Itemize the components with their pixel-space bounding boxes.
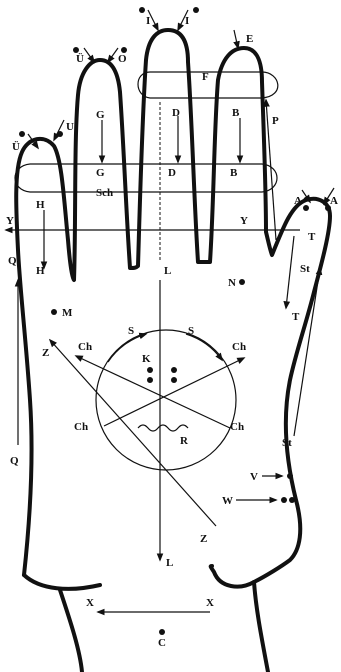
- label-d-low: D: [168, 167, 176, 179]
- label-st-low: St: [282, 437, 292, 449]
- upper-finger-band: [137, 71, 279, 99]
- r-wave: [137, 424, 189, 432]
- label-ch-bl: Ch: [74, 421, 88, 433]
- label-e: E: [246, 33, 253, 45]
- label-a-right: A: [330, 195, 338, 207]
- label-m: M: [62, 307, 73, 319]
- st-arrow: [293, 266, 323, 437]
- label-y-left: Y: [6, 215, 14, 227]
- i-left-tick: [147, 9, 159, 32]
- label-d-top: D: [172, 107, 180, 119]
- label-g-low: G: [96, 167, 105, 179]
- label-n: N: [228, 277, 236, 289]
- label-ch-tr: Ch: [232, 341, 246, 353]
- wrist-left-curve: [22, 573, 102, 591]
- p-arrow: [263, 98, 277, 241]
- label-u-umlaut: Ü: [76, 52, 84, 65]
- t-arrow: [283, 235, 295, 310]
- label-h-low: H: [36, 265, 45, 277]
- label-b-top: B: [232, 107, 240, 119]
- i-right-tick: [177, 9, 189, 32]
- label-p: P: [272, 115, 279, 127]
- label-l-top: L: [164, 265, 171, 277]
- label-k: K: [142, 353, 151, 365]
- label-a-left: A: [294, 195, 302, 207]
- u-left-tick: [27, 133, 39, 150]
- label-ch-br: Ch: [230, 421, 244, 433]
- label-ch-tl: Ch: [78, 341, 92, 353]
- label-w: W: [222, 495, 233, 507]
- forearm-left: [58, 588, 84, 672]
- label-s-left: S: [128, 325, 134, 337]
- label-i-left: I: [146, 15, 150, 27]
- e-tick: [233, 29, 240, 50]
- label-sch: Sch: [96, 187, 113, 199]
- label-i-right: I: [185, 15, 189, 27]
- label-s-right: S: [188, 325, 194, 337]
- label-q-low: Q: [10, 455, 19, 467]
- label-c: C: [158, 637, 166, 649]
- label-g-top: G: [96, 109, 105, 121]
- label-t-low: T: [292, 311, 300, 323]
- o-tick: [107, 47, 119, 64]
- label-q-top: Q: [8, 255, 17, 267]
- s-left-arc: [107, 332, 148, 363]
- label-l-low: L: [166, 557, 173, 569]
- forearm-right: [252, 580, 270, 672]
- label-r: R: [180, 435, 189, 447]
- z-arrow: [48, 338, 217, 527]
- label-o: O: [118, 53, 127, 65]
- label-u-left: Ü: [12, 140, 20, 153]
- label-z-top: Z: [42, 347, 49, 359]
- dots: [19, 7, 331, 635]
- label-st-top: St: [300, 263, 310, 275]
- label-f: F: [202, 71, 209, 83]
- s-right-arc: [185, 333, 223, 362]
- label-u-right: U: [66, 121, 74, 133]
- u-umlaut-tick: [83, 47, 95, 64]
- ch-arrow-tl: [74, 355, 231, 429]
- label-x-left: X: [86, 597, 94, 609]
- ch-arrow-tr: [103, 357, 246, 427]
- hand-outline: [14, 28, 332, 589]
- label-b-low: B: [230, 167, 238, 179]
- label-v: V: [250, 471, 258, 483]
- label-t-top: T: [308, 231, 316, 243]
- label-h-top: H: [36, 199, 45, 211]
- a-left-tick: [301, 189, 311, 204]
- label-x-right: X: [206, 597, 214, 609]
- a-right-tick: [323, 187, 335, 206]
- label-y-right: Y: [240, 215, 248, 227]
- u-right-tick: [53, 119, 65, 142]
- label-z-low: Z: [200, 533, 207, 545]
- lower-finger-band: [14, 163, 278, 193]
